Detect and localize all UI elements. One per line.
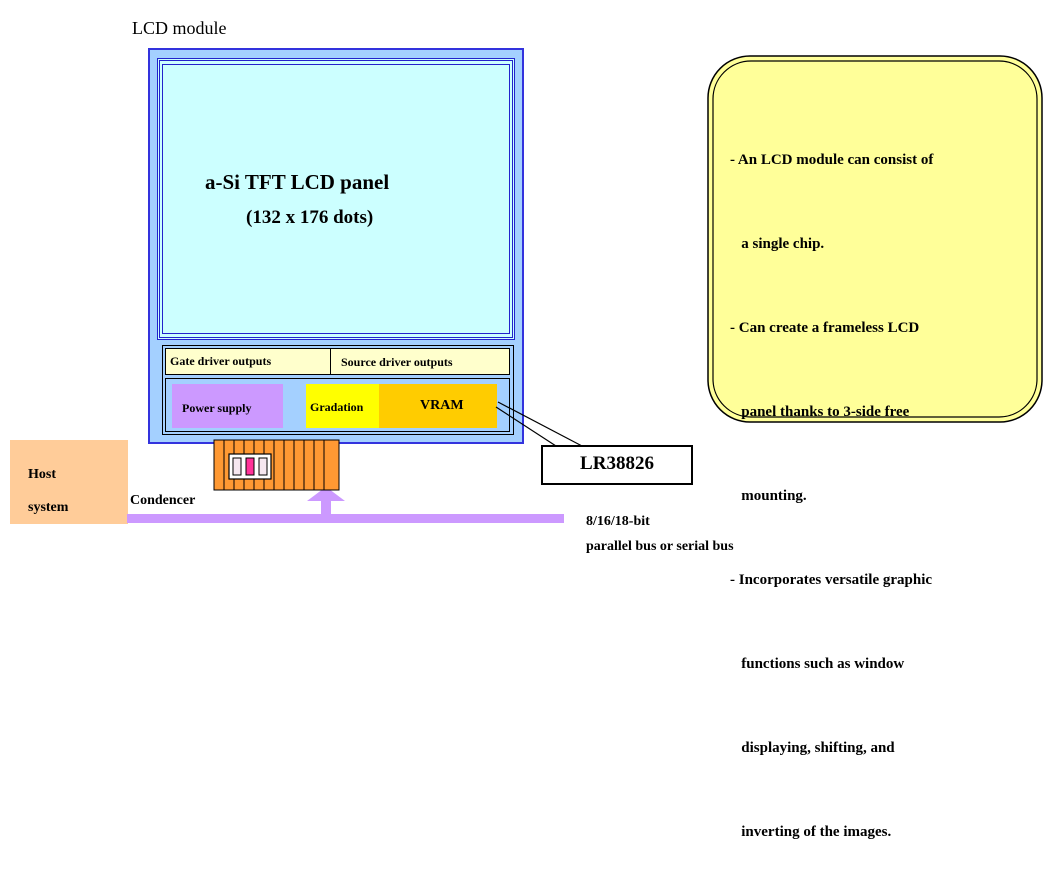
bus-line xyxy=(127,514,564,523)
gate-driver-label: Gate driver outputs xyxy=(170,354,272,368)
driver-outputs-row xyxy=(165,348,510,375)
condencer-label: Condencer xyxy=(130,493,196,508)
module-label: LCD module xyxy=(132,18,227,38)
feature-line: functions such as window xyxy=(730,656,905,672)
gradation-block xyxy=(306,384,379,428)
chip-pointer xyxy=(495,401,583,447)
host-line-2: system xyxy=(28,500,69,515)
host-line-1: Host xyxy=(28,467,56,482)
chip-blocks-frame xyxy=(165,378,510,432)
feature-line: - Incorporates versatile graphic xyxy=(730,572,933,588)
lcd-panel-inner-border xyxy=(162,64,510,334)
feature-line: inverting of the images. xyxy=(730,824,892,840)
bus-line-2: parallel bus or serial bus xyxy=(586,539,734,554)
feature-line: panel thanks to 3-side free xyxy=(730,404,910,420)
features-list: - An LCD module can consist of a single … xyxy=(730,90,933,874)
feature-line: a single chip. xyxy=(730,236,825,252)
feature-line: - An LCD module can consist of xyxy=(730,152,934,168)
panel-title: a-Si TFT LCD panel xyxy=(205,170,390,194)
feature-line: mounting. xyxy=(730,488,807,504)
bus-label: 8/16/18-bit parallel bus or serial bus xyxy=(586,509,734,559)
chip-label: LR38826 xyxy=(580,453,654,474)
features-callout xyxy=(707,55,1043,423)
lcd-panel xyxy=(157,58,515,340)
driver-divider xyxy=(330,348,331,375)
host-system-label: Host system xyxy=(28,458,68,524)
diagram-shapes xyxy=(127,55,1043,523)
feature-line: displaying, shifting, and xyxy=(730,740,895,756)
chip-label-box xyxy=(541,445,693,485)
host-system-box xyxy=(10,440,128,524)
power-supply-label: Power supply xyxy=(182,401,252,415)
vram-label: VRAM xyxy=(420,398,464,413)
panel-resolution: (132 x 176 dots) xyxy=(246,207,374,228)
connector-icon xyxy=(213,439,340,491)
feature-line: - Can create a frameless LCD xyxy=(730,320,920,336)
gradation-label: Gradation xyxy=(310,400,364,414)
power-supply-block xyxy=(172,384,283,428)
source-driver-label: Source driver outputs xyxy=(341,355,453,369)
vram-block xyxy=(379,384,497,428)
bus-line-1: 8/16/18-bit xyxy=(586,514,650,529)
bus-arrow xyxy=(307,486,345,515)
